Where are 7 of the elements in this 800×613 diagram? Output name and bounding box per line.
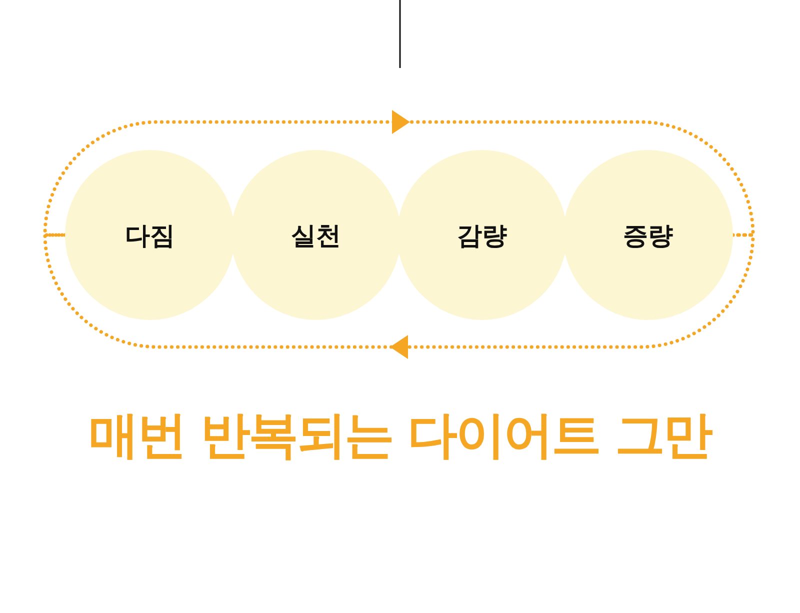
- stage-label: 실천: [291, 220, 341, 252]
- stage-label: 증량: [623, 220, 673, 252]
- stage-label: 다짐: [125, 220, 175, 252]
- cycle-arrow: [43, 110, 755, 237]
- cycle-arrow: [43, 233, 755, 359]
- stage-label: 감량: [457, 220, 507, 252]
- title: 매번 반복되는 다이어트 그만: [88, 405, 713, 466]
